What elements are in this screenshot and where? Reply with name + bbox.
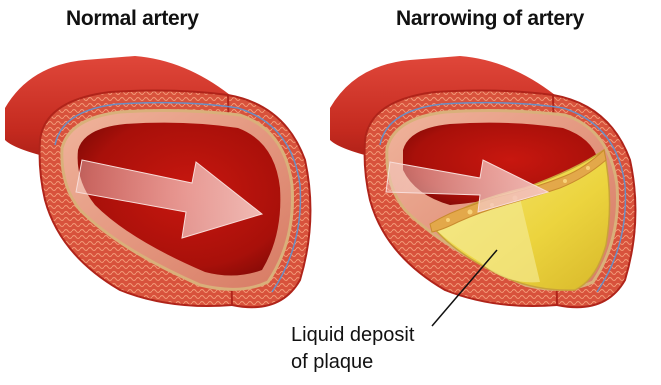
- normal-artery: [5, 56, 310, 307]
- callout-line-1: Liquid deposit: [291, 322, 414, 349]
- plaque-callout: Liquid deposit of plaque: [291, 322, 414, 376]
- callout-line-2: of plaque: [291, 349, 414, 376]
- narrowing-artery: [330, 56, 635, 326]
